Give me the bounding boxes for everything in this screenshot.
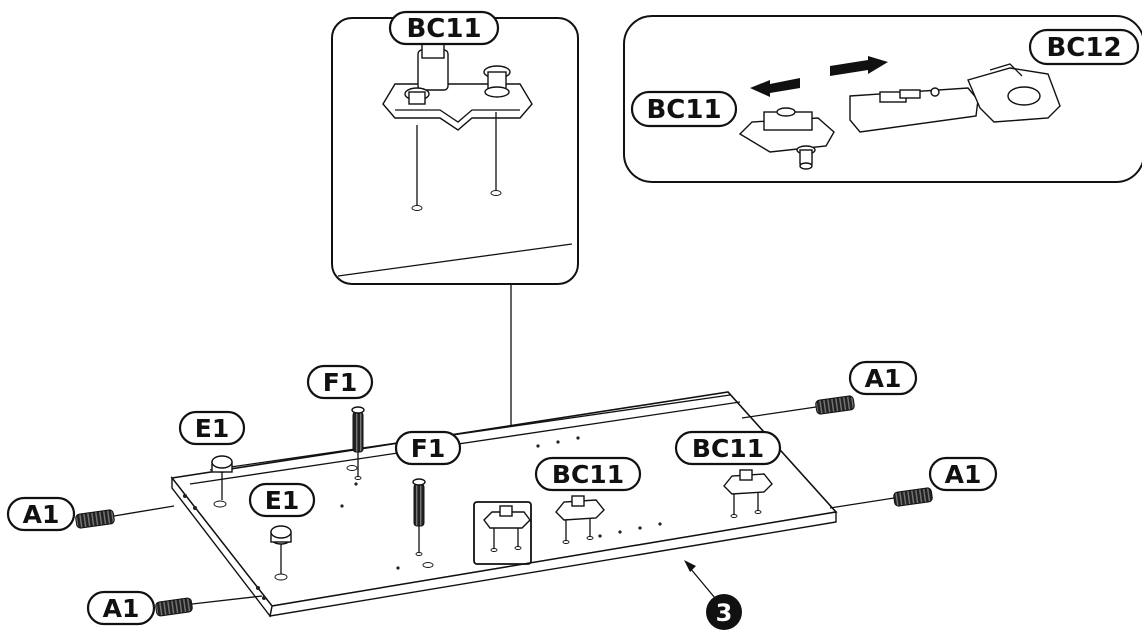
- bc11-plate-mid: [555, 495, 605, 544]
- bc11-mounting-plate-detail: [382, 43, 533, 131]
- bc11-zoom-label: BC11: [388, 10, 500, 46]
- svg-text:A1: A1: [865, 364, 902, 393]
- bc12-hinge: [849, 63, 1061, 133]
- e1-cam-lock-mid: [270, 525, 292, 574]
- panel-number-badge: 3: [706, 594, 742, 630]
- svg-text:BC11: BC11: [552, 460, 624, 489]
- a1-label-mid-right: A1: [928, 456, 998, 492]
- right-arrow-icon: [830, 56, 888, 76]
- zoom-area-marker: [473, 501, 532, 565]
- bc11-label-panel-mid: BC11: [534, 456, 642, 492]
- svg-text:E1: E1: [195, 414, 229, 443]
- svg-text:A1: A1: [103, 594, 140, 623]
- a1-dowel-left: [75, 505, 175, 529]
- svg-text:BC12: BC12: [1046, 33, 1121, 63]
- svg-text:E1: E1: [265, 486, 299, 515]
- e1-label-top: E1: [178, 410, 246, 446]
- panel-holes: [213, 436, 662, 581]
- svg-text:3: 3: [716, 599, 733, 627]
- bc11-zoom-callout: BC11: [331, 10, 579, 285]
- panel-3: [170, 391, 838, 618]
- e1-label-mid: E1: [248, 482, 316, 518]
- bc11-label-panel-right: BC11: [674, 430, 782, 466]
- a1-dowel-top-right: [741, 395, 855, 419]
- f1-screw-top: [351, 406, 365, 480]
- svg-text:F1: F1: [323, 368, 357, 397]
- svg-text:BC11: BC11: [692, 434, 764, 463]
- a1-label-left: A1: [6, 496, 76, 532]
- bc11-hinge-label: BC11: [630, 90, 738, 128]
- f1-screw-mid: [412, 478, 426, 556]
- a1-dowel-bottom-left: [155, 595, 263, 617]
- bc11-plate-right: [723, 469, 773, 518]
- svg-text:F1: F1: [411, 434, 445, 463]
- a1-dowel-mid-right: [829, 487, 933, 509]
- svg-text:BC11: BC11: [406, 14, 481, 44]
- f1-label-top: F1: [306, 364, 374, 400]
- svg-text:A1: A1: [23, 500, 60, 529]
- left-arrow-icon: [750, 78, 800, 97]
- bc12-hinge-label: BC12: [1028, 28, 1140, 66]
- bc11-plate-in-zoom-area: [483, 505, 531, 552]
- bc11-plate-small: [738, 107, 835, 170]
- a1-label-bottom-left: A1: [86, 590, 156, 626]
- f1-label-mid: F1: [394, 430, 462, 466]
- e1-cam-lock-top: [211, 455, 233, 500]
- pointer-arrow-icon: [684, 560, 696, 572]
- svg-text:BC11: BC11: [646, 95, 721, 125]
- a1-label-top-right: A1: [848, 360, 918, 396]
- svg-text:A1: A1: [945, 460, 982, 489]
- hinge-assembly-callout: BC11 BC12: [623, 15, 1142, 183]
